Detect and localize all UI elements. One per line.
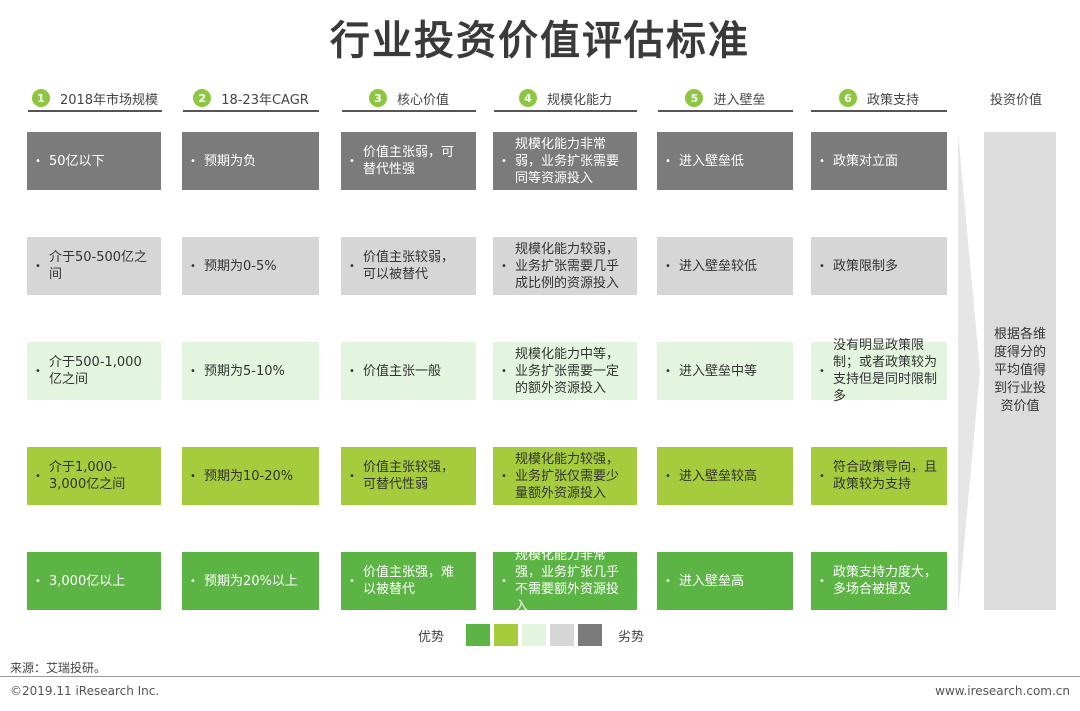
header-number-badge: 1 [31,89,50,107]
bullet-icon: • [501,365,507,377]
right-arrow-icon [958,132,980,610]
copyright-text: ©2019.11 iResearch Inc. [10,684,160,698]
criteria-cell: •预期为10-20% [182,447,319,505]
criteria-cell: •介于1,000-3,000亿之间 [27,447,161,505]
bullet-icon: • [190,365,196,377]
bullet-icon: • [665,155,671,167]
criteria-cell: •价值主张弱，可替代性强 [341,132,476,190]
bullet-icon: • [349,260,355,272]
header-label: 18-23年CAGR [221,92,309,108]
criteria-cell: •政策对立面 [811,132,947,190]
criteria-cell: •进入壁垒高 [657,552,793,610]
bullet-icon: • [501,575,507,587]
header-market-size: 1 2018年市场规模 [28,86,162,112]
page-title: 行业投资价值评估标准 [330,18,750,64]
footer-divider [0,676,1080,677]
bullet-icon: • [501,260,507,272]
criteria-cell: •预期为20%以上 [182,552,319,610]
bullet-icon: • [349,575,355,587]
header-core-value: 3 核心价值 [342,86,476,112]
criteria-cell: •规模化能力较强，业务扩张仅需要少量额外资源投入 [493,447,637,505]
bullet-icon: • [819,260,825,272]
header-label: 投资价值 [989,92,1042,108]
bullet-icon: • [349,155,355,167]
bullet-icon: • [819,155,825,167]
bullet-icon: • [35,365,41,377]
criteria-cell: •进入壁垒较低 [657,237,793,295]
criteria-cell: •预期为负 [182,132,319,190]
bullet-icon: • [35,470,41,482]
header-entry-barrier: 5 进入壁垒 [658,86,793,112]
criteria-cell: •价值主张较弱，可以被替代 [341,237,476,295]
header-label: 进入壁垒 [713,92,766,108]
header-scalability: 4 规模化能力 [494,86,637,112]
criteria-cell: •符合政策导向，且政策较为支持 [811,447,947,505]
criteria-cell: •预期为0-5% [182,237,319,295]
header-number-badge: 5 [685,89,704,107]
criteria-cell: •50亿以下 [27,132,161,190]
bullet-icon: • [35,260,41,272]
bullet-icon: • [35,155,41,167]
legend-disadvantage-label: 劣势 [618,630,645,645]
header-policy-support: 6 政策支持 [811,86,947,112]
criteria-cell: •没有明显政策限制；或者政策较为支持但是同时限制多 [811,338,947,404]
header-investment-value: 投资价值 [975,86,1057,110]
header-number-badge: 6 [838,89,857,107]
criteria-cell: •规模化能力非常强，业务扩张几乎不需要额外资源投入 [493,548,637,614]
bullet-icon: • [349,470,355,482]
legend: 优势 劣势 [0,622,1080,648]
criteria-cell: •政策限制多 [811,237,947,295]
bullet-icon: • [665,260,671,272]
header-label: 2018年市场规模 [59,92,159,108]
criteria-cell: •进入壁垒低 [657,132,793,190]
header-label: 政策支持 [866,92,919,108]
header-number-badge: 2 [193,89,212,107]
criteria-cell: •预期为5-10% [182,342,319,400]
header-cagr: 2 18-23年CAGR [183,86,319,112]
legend-swatch-level1 [550,624,574,646]
bullet-icon: • [819,575,825,587]
legend-advantage-label: 优势 [418,630,445,645]
criteria-cell: •价值主张一般 [341,342,476,400]
bullet-icon: • [665,470,671,482]
bullet-icon: • [190,470,196,482]
criteria-cell: •价值主张强，难以被替代 [341,552,476,610]
header-number-badge: 4 [518,89,537,107]
criteria-cell: •规模化能力中等，业务扩张需要一定的额外资源投入 [493,342,637,400]
criteria-cell: •介于50-500亿之间 [27,237,161,295]
investment-value-result: 根据各维度得分的平均值得到行业投资价值 [984,132,1056,610]
bullet-icon: • [190,575,196,587]
header-number-badge: 3 [368,89,387,107]
criteria-cell: •进入壁垒较高 [657,447,793,505]
source-note: 来源：艾瑞投研。 [10,661,107,675]
bullet-icon: • [665,365,671,377]
legend-swatch-level0 [578,624,602,646]
bullet-icon: • [501,155,507,167]
website-text: www.iresearch.com.cn [935,684,1070,698]
legend-swatch-level3 [494,624,518,646]
legend-swatch-level2 [522,624,546,646]
bullet-icon: • [665,575,671,587]
bullet-icon: • [35,575,41,587]
bullet-icon: • [819,365,825,377]
criteria-cell: •规模化能力非常弱，业务扩张需要同等资源投入 [493,132,637,190]
header-label: 规模化能力 [546,92,612,108]
bullet-icon: • [190,155,196,167]
criteria-cell: •进入壁垒中等 [657,342,793,400]
bullet-icon: • [190,260,196,272]
criteria-cell: •介于500-1,000亿之间 [27,342,161,400]
criteria-cell: •政策支持力度大，多场合被提及 [811,552,947,610]
criteria-cell: •价值主张较强，可替代性弱 [341,447,476,505]
header-label: 核心价值 [396,92,449,108]
legend-swatch-level4 [466,624,490,646]
criteria-cell: •3,000亿以上 [27,552,161,610]
criteria-cell: •规模化能力较弱，业务扩张需要几乎成比例的资源投入 [493,237,637,295]
bullet-icon: • [819,470,825,482]
bullet-icon: • [501,470,507,482]
bullet-icon: • [349,365,355,377]
